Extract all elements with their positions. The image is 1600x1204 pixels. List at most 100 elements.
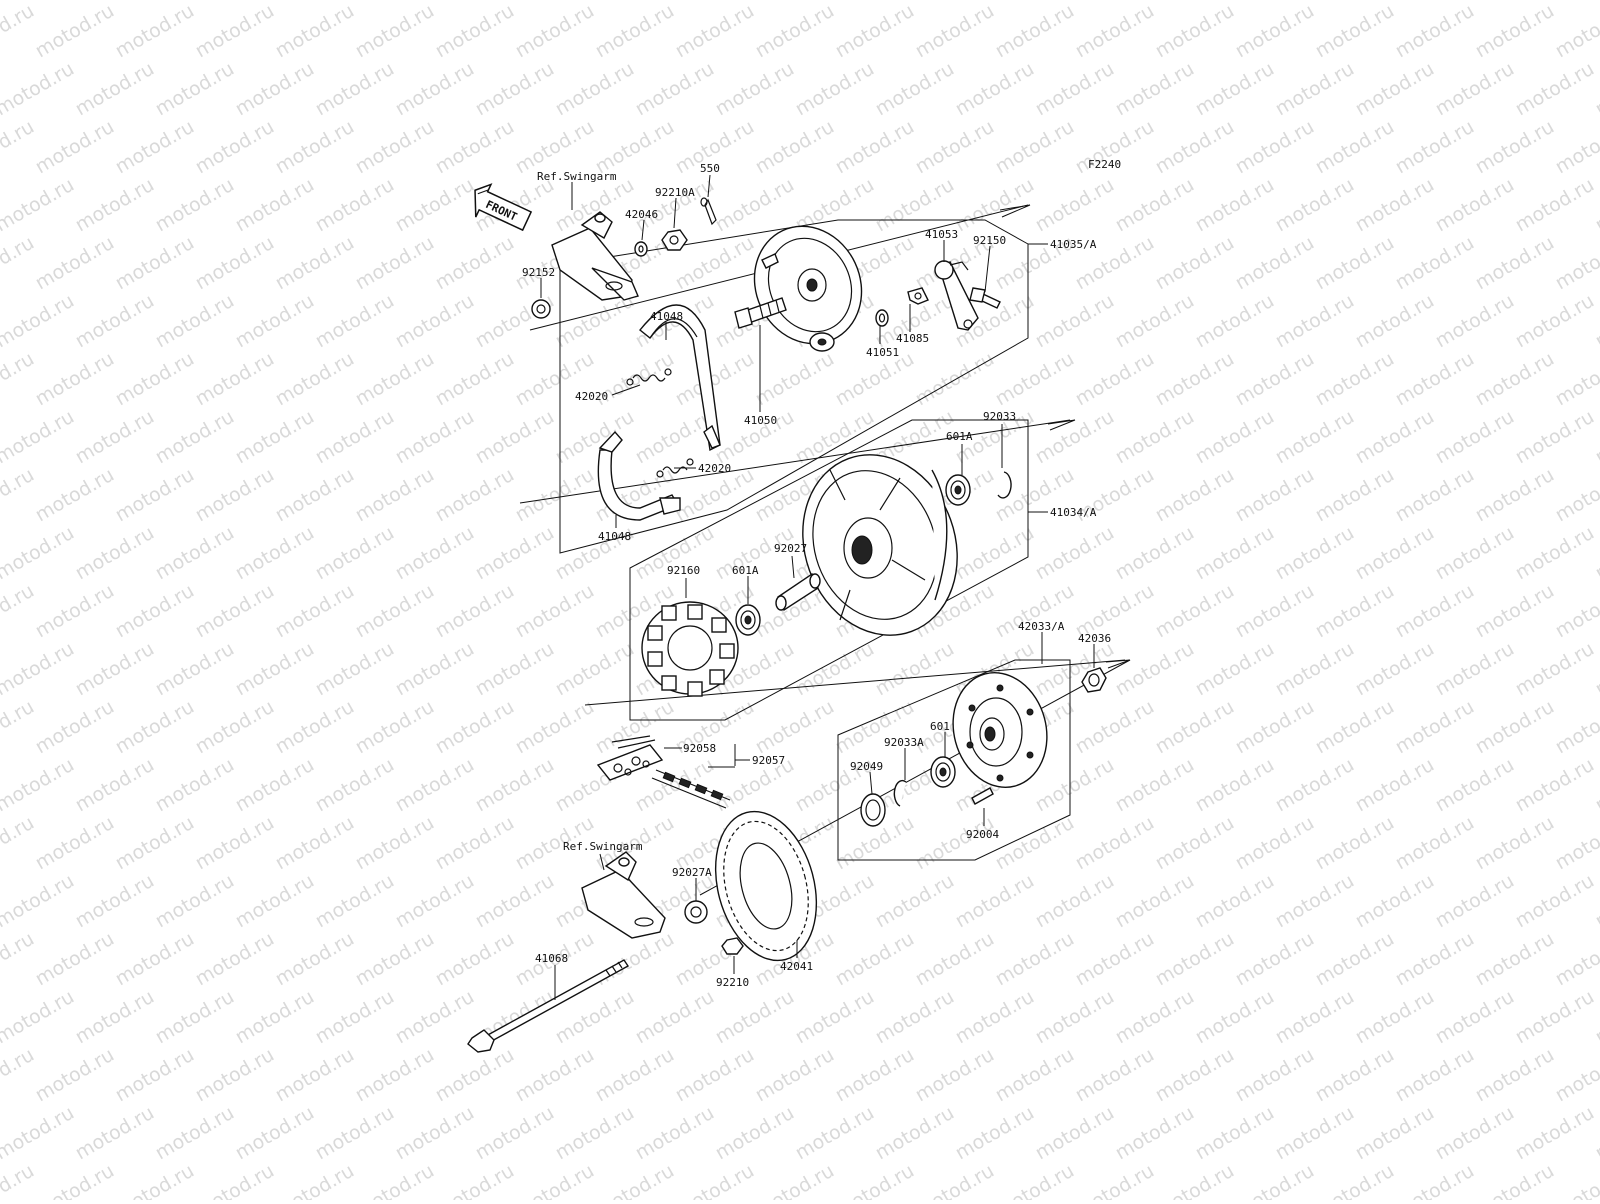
watermark-text: motod.ru (352, 116, 438, 179)
watermark-text: motod.ru (1232, 0, 1318, 62)
watermark-text: motod.ru (1352, 290, 1438, 353)
label-92152: 92152 (522, 266, 555, 279)
watermark-text: motod.ru (1552, 0, 1600, 62)
watermark-text: motod.ru (1232, 812, 1318, 875)
watermark-text: motod.ru (1472, 812, 1558, 875)
watermark-text: motod.ru (0, 1102, 78, 1165)
watermark-text: motod.ru (392, 174, 478, 237)
label-92057: 92057 (752, 754, 785, 767)
watermark-text: motod.ru (1272, 638, 1358, 701)
watermark-text: motod.ru (1192, 58, 1278, 121)
watermark-text: motod.ru (712, 986, 798, 1049)
watermark-text: motod.ru (1312, 580, 1398, 643)
watermark-text: motod.ru (1352, 406, 1438, 469)
label-42046: 42046 (625, 208, 658, 221)
watermark-text: motod.ru (432, 928, 518, 991)
watermark-text: motod.ru (0, 812, 38, 875)
watermark-text: motod.ru (1392, 0, 1478, 62)
watermark-text: motod.ru (392, 58, 478, 121)
watermark-text: motod.ru (432, 812, 518, 875)
watermark-text: motod.ru (1512, 986, 1598, 1049)
watermark-text: motod.ru (312, 406, 398, 469)
watermark-text: motod.ru (472, 638, 558, 701)
watermark-text: motod.ru (1512, 1102, 1598, 1165)
watermark-text: motod.ru (712, 58, 798, 121)
watermark-text: motod.ru (832, 928, 918, 991)
watermark-text: motod.ru (472, 1102, 558, 1165)
watermark-text: motod.ru (192, 1160, 278, 1200)
watermark-text: motod.ru (0, 0, 38, 62)
watermark-text: motod.ru (1512, 870, 1598, 933)
watermark-text: motod.ru (272, 1160, 358, 1200)
watermark-text: motod.ru (1112, 174, 1198, 237)
watermark-text: motod.ru (1232, 1160, 1318, 1200)
label-41048-top: 41048 (650, 310, 683, 323)
label-92027: 92027 (774, 542, 807, 555)
watermark-text: motod.ru (1432, 0, 1518, 4)
watermark-text: motod.ru (592, 1160, 678, 1200)
watermark-text: motod.ru (872, 174, 958, 237)
watermark-text: motod.ru (1152, 116, 1238, 179)
watermark-text: motod.ru (1312, 1044, 1398, 1107)
watermark-text: motod.ru (1432, 1102, 1518, 1165)
watermark-text: motod.ru (1272, 870, 1358, 933)
watermark-text: motod.ru (32, 232, 118, 295)
watermark-text: motod.ru (1552, 116, 1600, 179)
watermark-text: motod.ru (1152, 232, 1238, 295)
watermark-text: motod.ru (1232, 116, 1318, 179)
watermark-text: motod.ru (1112, 638, 1198, 701)
watermark-text: motod.ru (1312, 812, 1398, 875)
watermark-text: motod.ru (192, 812, 278, 875)
watermark-text: motod.ru (1112, 58, 1198, 121)
watermark-text: motod.ru (152, 986, 238, 1049)
watermark-text: motod.ru (1592, 986, 1600, 1049)
watermark-text: motod.ru (872, 638, 958, 701)
watermark-text: motod.ru (272, 348, 358, 411)
watermark-text: motod.ru (1592, 406, 1600, 469)
watermark-text: motod.ru (1112, 986, 1198, 1049)
watermark-text: motod.ru (672, 0, 758, 62)
watermark-text: motod.ru (912, 348, 998, 411)
watermark-text: motod.ru (0, 522, 78, 585)
watermark-text: motod.ru (432, 1160, 518, 1200)
watermark-text: motod.ru (1192, 638, 1278, 701)
watermark-text: motod.ru (1112, 870, 1198, 933)
watermark-text: motod.ru (912, 0, 998, 62)
watermark-text: motod.ru (72, 870, 158, 933)
watermark-text: motod.ru (872, 986, 958, 1049)
watermark-text: motod.ru (192, 232, 278, 295)
watermark-text: motod.ru (1352, 522, 1438, 585)
watermark-text: motod.ru (1432, 754, 1518, 817)
watermark-text: motod.ru (1432, 406, 1518, 469)
seal-92049 (861, 794, 885, 826)
watermark-text: motod.ru (0, 116, 38, 179)
watermark-text: motod.ru (1512, 406, 1598, 469)
watermark-text: motod.ru (432, 1044, 518, 1107)
watermark-text: motod.ru (112, 116, 198, 179)
watermark-text: motod.ru (1392, 348, 1478, 411)
watermark-text: motod.ru (1552, 348, 1600, 411)
watermark-text: motod.ru (1272, 290, 1358, 353)
watermark-text: motod.ru (1272, 754, 1358, 817)
watermark-text: motod.ru (432, 116, 518, 179)
watermark-text: motod.ru (72, 1102, 158, 1165)
watermark-text: motod.ru (752, 116, 838, 179)
watermark-text: motod.ru (512, 1044, 598, 1107)
watermark-text: motod.ru (1232, 1044, 1318, 1107)
watermark-text: motod.ru (1312, 116, 1398, 179)
watermark-text: motod.ru (1032, 754, 1118, 817)
watermark-text: motod.ru (832, 0, 918, 62)
watermark-text: motod.ru (232, 986, 318, 1049)
watermark-text: motod.ru (1472, 464, 1558, 527)
watermark-text: motod.ru (1432, 58, 1518, 121)
watermark-text: motod.ru (1032, 406, 1118, 469)
watermark-text: motod.ru (1392, 812, 1478, 875)
watermark-text: motod.ru (512, 0, 598, 62)
watermark-text: motod.ru (1432, 522, 1518, 585)
label-92210A: 92210A (655, 186, 695, 199)
watermark-text: motod.ru (272, 116, 358, 179)
watermark-text: motod.ru (1352, 174, 1438, 237)
watermark-text: motod.ru (912, 812, 998, 875)
